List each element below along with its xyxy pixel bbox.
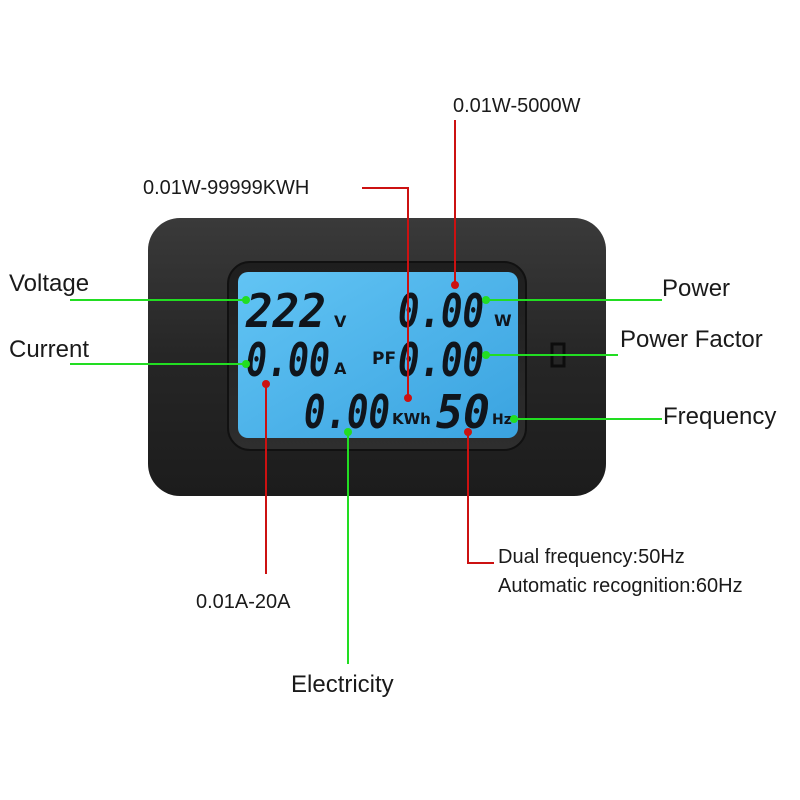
red-leaders [265, 120, 494, 574]
voltage-readout: 222 [245, 284, 326, 338]
voltage-label: Voltage [9, 270, 90, 297]
energy-range-dot [404, 394, 412, 402]
energy-range-leader [362, 187, 409, 398]
power-range-dot [451, 281, 459, 289]
voltage-dot [242, 296, 250, 304]
current-unit: A [334, 359, 347, 378]
current-label: Current [9, 336, 90, 363]
frequency-note-line-2: Automatic recognition:60Hz [498, 575, 743, 597]
power-unit: W [494, 311, 512, 330]
power-range-label: 0.01W-5000W [453, 95, 581, 117]
lcd-screen [238, 272, 518, 438]
frequency-note-dot [464, 428, 472, 436]
power-dot [482, 296, 490, 304]
power-factor-label: Power Factor [620, 326, 763, 353]
frequency-note-leader [467, 432, 494, 564]
power-factor-dot [482, 351, 490, 359]
pf-prefix: PF [372, 349, 396, 369]
electricity-label: Electricity [291, 671, 394, 698]
voltage-unit: V [334, 312, 347, 331]
power-factor-readout: 0.00 [398, 333, 484, 387]
frequency-label: Frequency [663, 403, 777, 430]
power-label: Power [662, 275, 731, 302]
electricity-dot [344, 428, 352, 436]
green-leaders [70, 299, 662, 664]
frequency-unit: Hz [492, 412, 512, 428]
current-range-label: 0.01A-20A [196, 591, 291, 613]
current-readout: 0.00 [246, 333, 330, 387]
energy-unit: KWh [392, 410, 431, 428]
current-range-dot [262, 380, 270, 388]
energy-range-label: 0.01W-99999KWH [143, 177, 310, 199]
power-readout: 0.00 [398, 284, 484, 338]
frequency-dot [510, 415, 518, 423]
frequency-note-line-1: Dual frequency:50Hz [498, 546, 685, 568]
current-dot [242, 360, 250, 368]
frequency-readout: 50 [436, 385, 490, 439]
